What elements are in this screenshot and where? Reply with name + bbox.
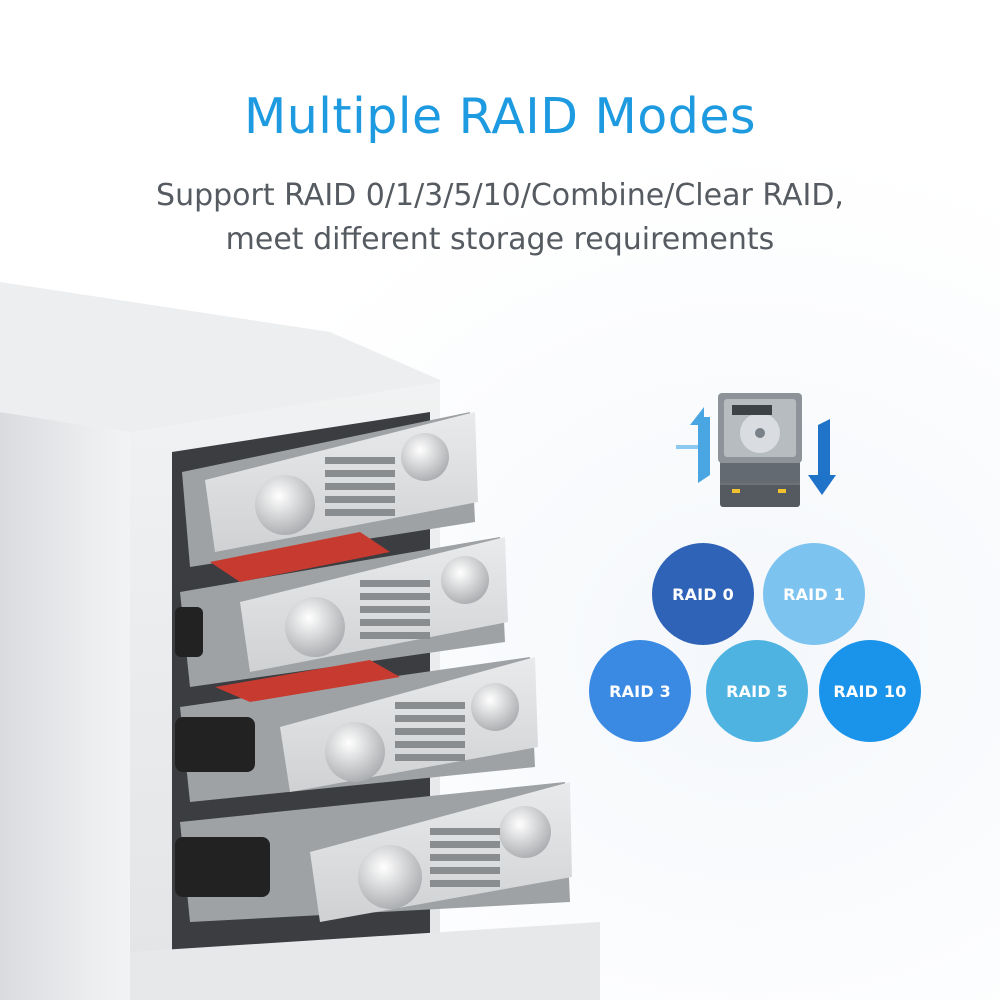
raid-0-bubble: RAID 0 <box>652 543 754 645</box>
subtitle-line-2: meet different storage requirements <box>225 222 775 257</box>
raid-0-label: RAID 0 <box>672 584 734 604</box>
raid-10-bubble: RAID 10 <box>819 640 921 742</box>
raid-1-label: RAID 1 <box>783 584 845 604</box>
drive-tray-3 <box>175 657 538 802</box>
stacked-hard-drives-icon <box>676 393 836 507</box>
page-subtitle: Support RAID 0/1/3/5/10/Combine/Clear RA… <box>0 174 1000 262</box>
arrow-down-icon <box>808 419 836 495</box>
subtitle-line-1: Support RAID 0/1/3/5/10/Combine/Clear RA… <box>156 178 844 213</box>
raid-5-label: RAID 5 <box>726 681 788 701</box>
drive-enclosure-illustration <box>0 282 600 1000</box>
raid-10-label: RAID 10 <box>833 681 907 701</box>
drive-tray-4 <box>175 782 572 922</box>
raid-3-bubble: RAID 3 <box>589 640 691 742</box>
raid-3-label: RAID 3 <box>609 681 671 701</box>
raid-1-bubble: RAID 1 <box>763 543 865 645</box>
page-title: Multiple RAID Modes <box>243 88 757 145</box>
drive-tray-2 <box>175 532 508 687</box>
arrow-up-icon <box>676 407 710 483</box>
drive-tray-1 <box>182 412 478 567</box>
raid-5-bubble: RAID 5 <box>706 640 808 742</box>
